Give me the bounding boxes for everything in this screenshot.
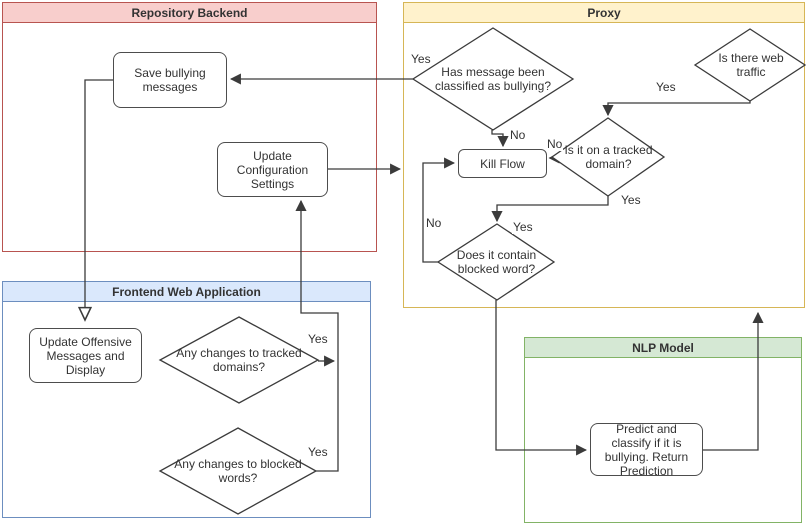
edge-label-bullying-yes: Yes [410,52,432,66]
edge-blocked-yes-to-predict [495,300,588,456]
container-title-nlp-model: NLP Model [525,338,801,358]
edge-save-messages-to-update-offensive [77,79,113,322]
container-title-proxy: Proxy [404,3,804,23]
decision-shape-blocked-word [436,223,556,301]
edge-bullying-no-to-kill-flow [491,130,509,148]
node-update-offensive-messages: Update Offensive Messages and Display [29,328,142,383]
decision-shape-tracked-domain [550,117,666,197]
node-save-bullying-messages: Save bullying messages [113,52,227,108]
edge-changes-blocked-yes-to-update-config [295,199,339,472]
container-title-frontend-web-application: Frontend Web Application [3,282,370,302]
node-kill-flow: Kill Flow [458,149,547,178]
container-repository-backend: Repository Backend [2,2,377,252]
decision-shape-has-message-classified [411,27,575,131]
node-predict-and-classify: Predict and classify if it is bullying. … [590,422,703,478]
decision-shape-changes-blocked-words [158,427,318,515]
edge-blocked-no-to-kill-flow [422,157,456,263]
edge-webtraffic-yes-to-tracked-domain [602,101,751,117]
edge-label-bullying-no: No [509,128,527,142]
edge-label-tracked-yes: Yes [620,193,642,207]
edge-label-webtraffic-yes: Yes [655,80,677,94]
edge-tracked-yes-to-blocked-word [491,196,609,223]
edge-label-changes-blocked-yes: Yes [307,445,329,459]
edge-label-blocked-no: No [425,216,443,230]
edge-label-blocked-yes: Yes [512,220,534,234]
edge-label-changes-tracked-yes: Yes [307,332,329,346]
node-update-configuration-settings: Update Configuration Settings [217,142,328,197]
decision-shape-changes-tracked-domains [158,316,320,404]
edge-predict-to-proxy [703,311,764,451]
decision-shape-is-there-web-traffic [693,28,806,102]
container-title-repository-backend: Repository Backend [3,3,376,23]
edge-label-tracked-no: No [546,137,564,151]
